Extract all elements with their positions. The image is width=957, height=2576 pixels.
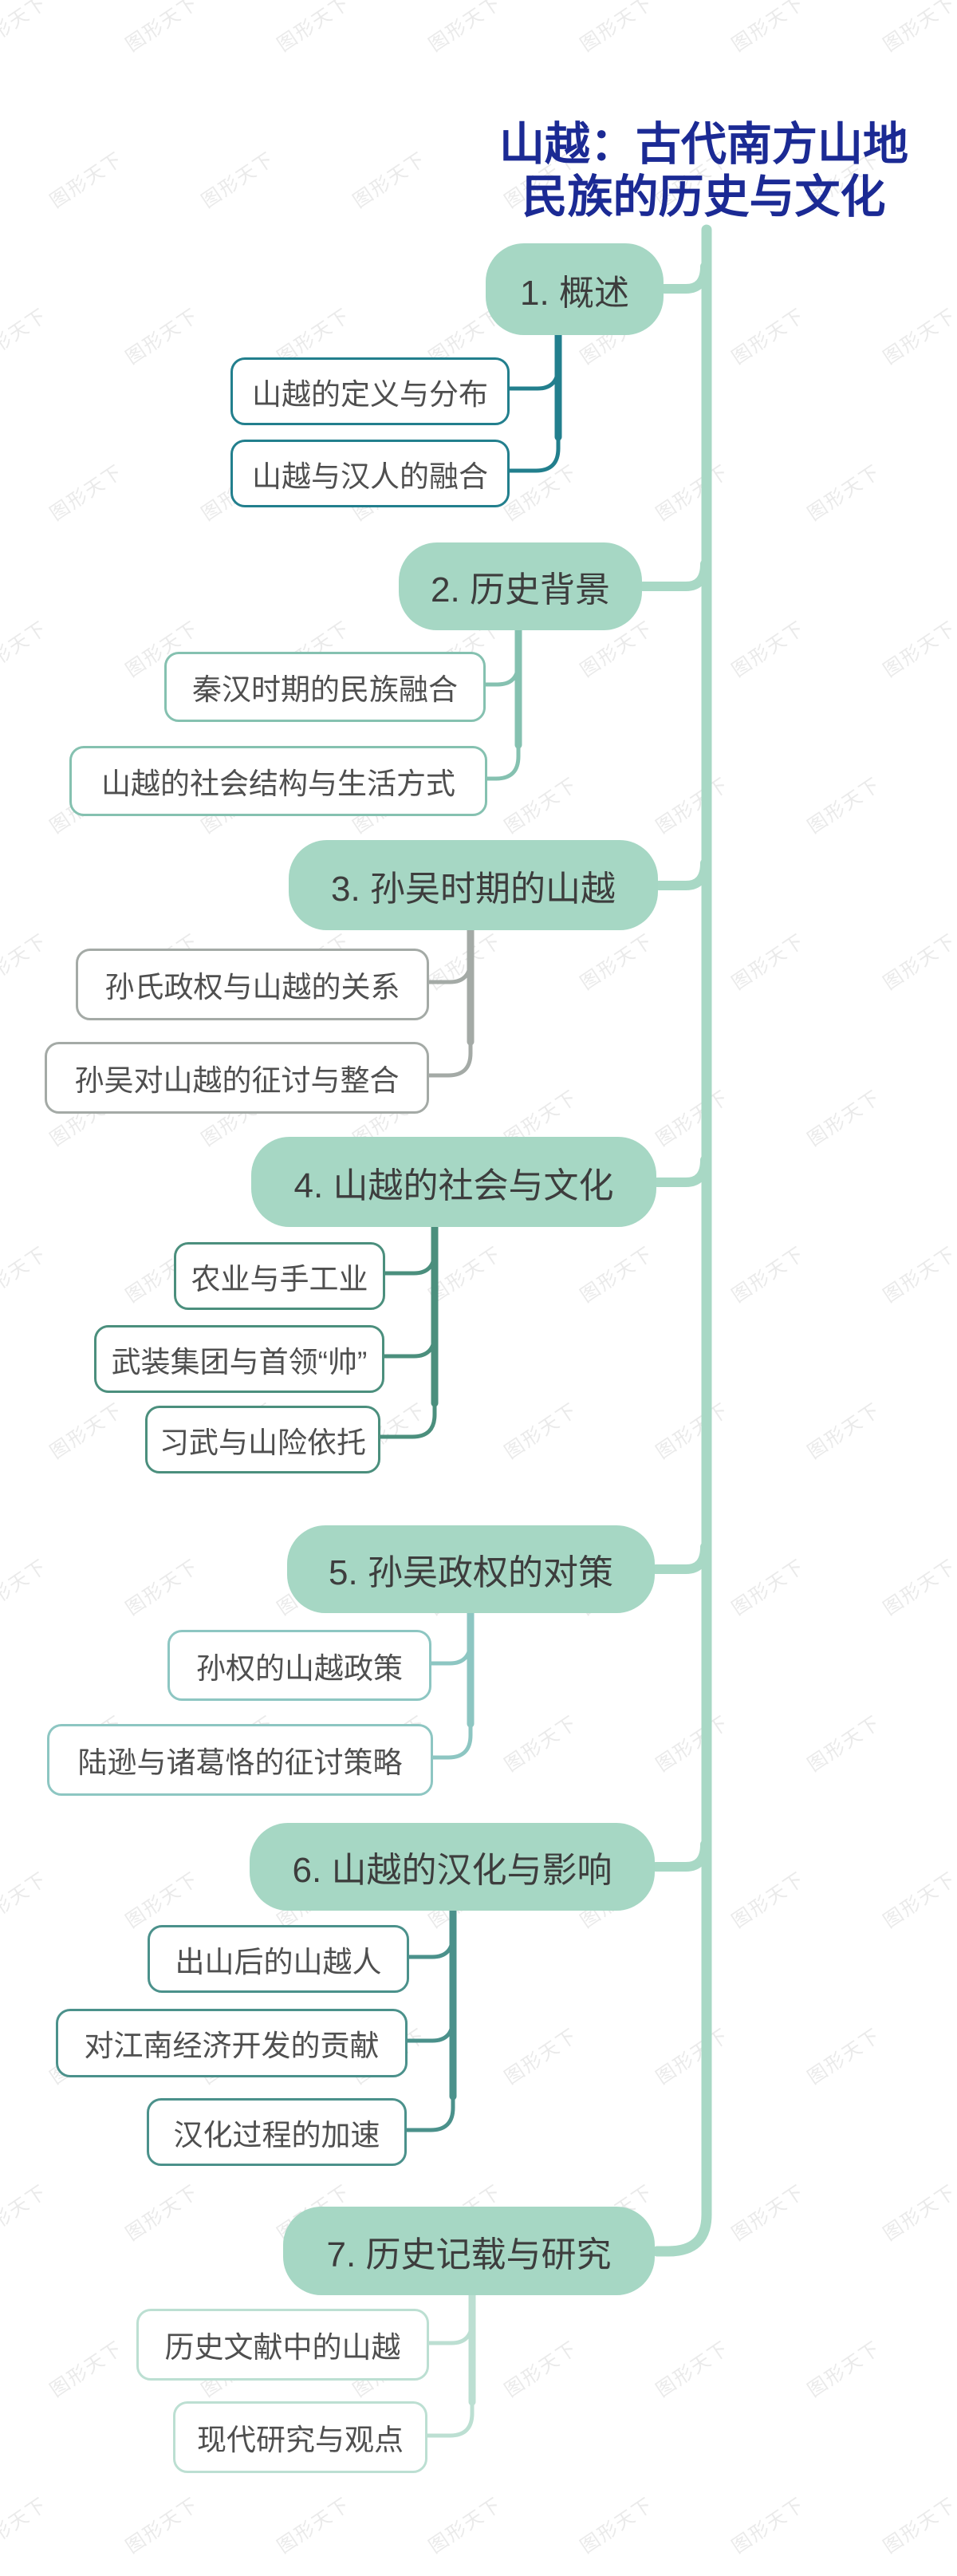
branch-6-child-1-connector (404, 1932, 455, 1959)
branch-1-child-1-connector (506, 364, 561, 391)
section-3-connector (654, 858, 710, 890)
section-node-2[interactable]: 2. 历史背景 (399, 542, 642, 630)
root-topic-title[interactable]: 山越：古代南方山地 民族的历史与文化 (443, 118, 957, 223)
root-topic-title-line-2: 民族的历史与文化 (522, 172, 886, 223)
branch-7-tail (423, 2397, 475, 2438)
section-2-connector (638, 559, 710, 591)
section-node-4[interactable]: 4. 山越的社会与文化 (251, 1137, 656, 1227)
child-node-7-2[interactable]: 现代研究与观点 (173, 2401, 427, 2473)
child-node-4-3[interactable]: 习武与山险依托 (145, 1406, 380, 1473)
spine-line (652, 224, 712, 2257)
child-node-1-1[interactable]: 山越的定义与分布 (230, 357, 510, 425)
branch-4-tail (375, 1398, 437, 1439)
section-node-6[interactable]: 6. 山越的汉化与影响 (250, 1823, 655, 1911)
child-node-4-2[interactable]: 武装集团与首领“帅” (94, 1325, 384, 1393)
branch-4-child-1-connector (380, 1249, 437, 1276)
child-node-5-1[interactable]: 孙权的山越政策 (167, 1630, 431, 1701)
branch-7-child-1-connector (423, 2318, 475, 2345)
branch-2-tail (482, 740, 521, 781)
child-node-6-2[interactable]: 对江南经济开发的贡献 (56, 2009, 408, 2077)
section-6-connector (651, 1840, 710, 1872)
branch-4-child-2-connector (379, 1331, 437, 1359)
child-node-2-2[interactable]: 山越的社会结构与生活方式 (69, 746, 487, 816)
root-topic-title-line-1: 山越：古代南方山地 (499, 119, 908, 170)
child-node-5-2[interactable]: 陆逊与诸葛恪的征讨策略 (47, 1724, 433, 1796)
branch-3-child-1-connector (423, 957, 473, 984)
branch-5-tail (427, 1718, 473, 1760)
section-node-5[interactable]: 5. 孙吴政权的对策 (287, 1525, 655, 1613)
child-node-2-1[interactable]: 秦汉时期的民族融合 (164, 652, 486, 722)
child-node-4-1[interactable]: 农业与手工业 (174, 1242, 385, 1310)
child-node-1-2[interactable]: 山越与汉人的融合 (230, 440, 510, 507)
branch-1-tail (506, 432, 561, 473)
branch-2-child-1-connector (482, 660, 521, 687)
child-node-6-1[interactable]: 出山后的山越人 (148, 1925, 409, 1993)
section-node-1[interactable]: 1. 概述 (486, 243, 664, 335)
child-node-3-2[interactable]: 孙吴对山越的征讨与整合 (45, 1042, 429, 1114)
branch-6-child-2-connector (402, 2016, 455, 2043)
section-node-3[interactable]: 3. 孙吴时期的山越 (289, 840, 658, 930)
branch-6-tail (401, 2091, 455, 2132)
child-node-7-1[interactable]: 历史文献中的山越 (136, 2309, 429, 2381)
child-node-3-1[interactable]: 孙氏政权与山越的关系 (76, 949, 429, 1020)
child-node-6-3[interactable]: 汉化过程的加速 (147, 2098, 407, 2166)
section-1-connector (660, 262, 710, 294)
section-5-connector (651, 1542, 710, 1574)
branch-3-tail (423, 1036, 473, 1078)
section-4-connector (652, 1155, 710, 1187)
branch-5-child-1-connector (426, 1639, 473, 1666)
section-node-7[interactable]: 7. 历史记载与研究 (283, 2207, 655, 2295)
